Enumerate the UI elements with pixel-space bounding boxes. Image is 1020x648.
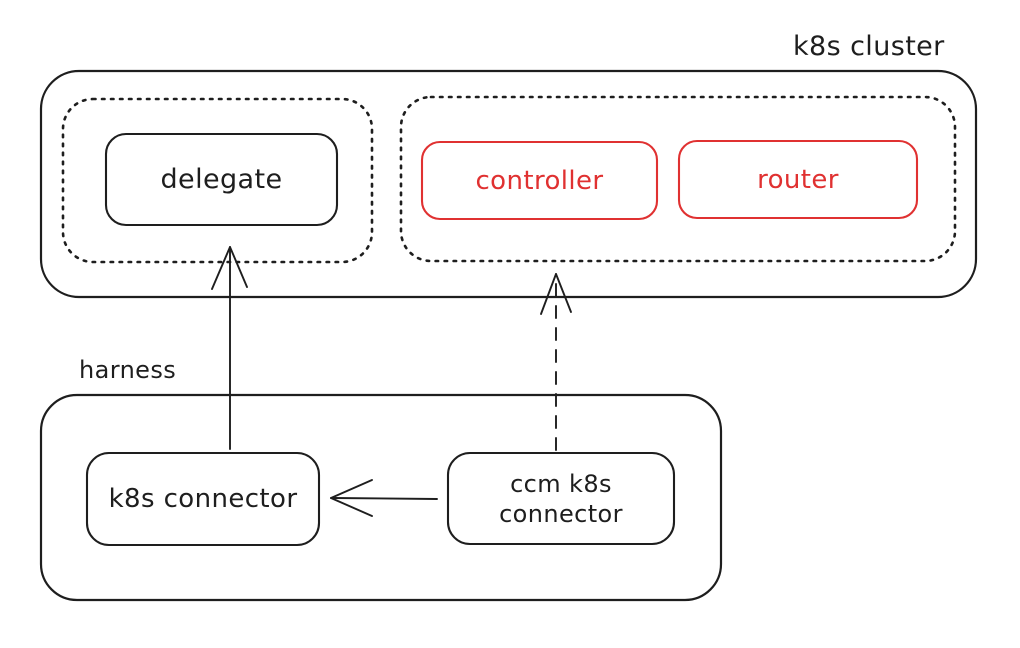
- controller-router-dotted-group: [399, 95, 957, 263]
- delegate-node-box: [104, 132, 339, 227]
- k8s-connector-node-box: [85, 451, 321, 547]
- k8s-cluster-box: [39, 69, 978, 299]
- router-node-box: [677, 139, 919, 220]
- ccm-k8s-connector-node-box: [446, 451, 676, 546]
- k8s-cluster-label: k8s cluster: [793, 31, 945, 62]
- harness-label: harness: [79, 356, 177, 384]
- controller-node-label: controller: [475, 165, 604, 196]
- arrow-ccm-to-k8s-connector: [330, 479, 438, 517]
- controller-node-box: [420, 140, 659, 221]
- ccm-k8s-connector-node-label: ccm k8s connector: [448, 453, 674, 544]
- arrow-ccm-to-controller-dashed: [540, 273, 572, 451]
- ccm-k8s-connector-label-line2: connector: [499, 499, 623, 528]
- delegate-node-label: delegate: [160, 164, 283, 195]
- router-node-label: router: [757, 164, 839, 195]
- arrow-k8s-connector-to-delegate: [211, 246, 248, 450]
- ccm-k8s-connector-label-line1: ccm k8s: [510, 469, 612, 498]
- harness-box: [39, 393, 723, 602]
- k8s-connector-node-label: k8s connector: [108, 484, 298, 514]
- delegate-dotted-group: [61, 97, 374, 264]
